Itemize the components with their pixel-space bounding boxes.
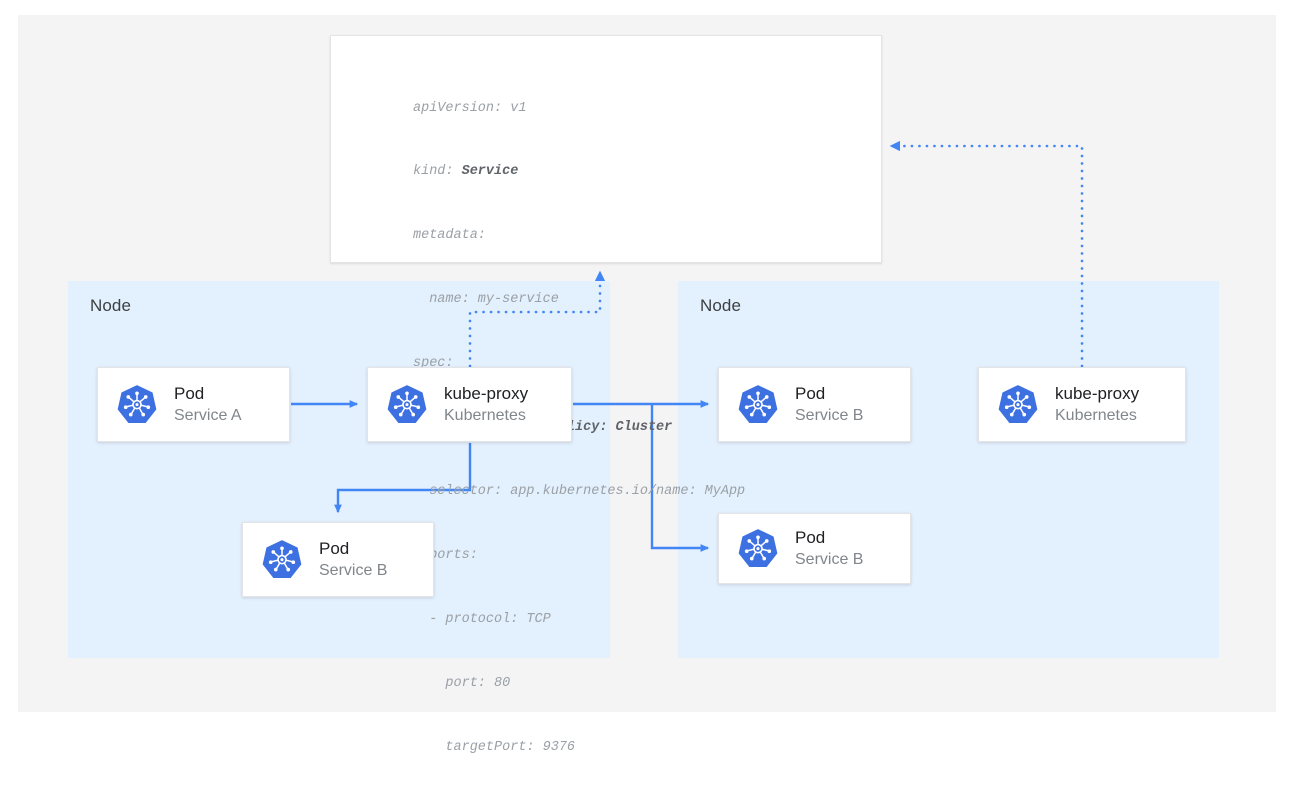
kubernetes-icon [735, 526, 781, 572]
box-title: Pod [795, 528, 826, 547]
yaml-line: targetPort: 9376 [413, 739, 576, 755]
box-title: Pod [795, 384, 826, 403]
kube-proxy-box-text: kube-proxy Kubernetes [1055, 383, 1139, 426]
box-title: kube-proxy [444, 384, 529, 403]
box-subtitle: Service B [795, 407, 864, 424]
box-subtitle: Service A [174, 407, 242, 424]
pod-box-service-a[interactable]: Pod Service A [97, 367, 290, 442]
yaml-line: metadata: [413, 228, 486, 244]
pod-box-service-b-remote-2[interactable]: Pod Service B [718, 513, 911, 584]
yaml-line: - protocol: TCP [413, 611, 551, 627]
kubernetes-icon [384, 382, 430, 428]
kube-proxy-box-right[interactable]: kube-proxy Kubernetes [978, 367, 1186, 442]
kubernetes-icon [735, 382, 781, 428]
yaml-line: selector: app.kubernetes.io/name: MyApp [413, 483, 746, 499]
kubernetes-icon [259, 537, 305, 583]
node-panel-right: Node [678, 281, 1219, 658]
node-label: Node [90, 296, 132, 315]
pod-box-service-b-remote-1[interactable]: Pod Service B [718, 367, 911, 442]
kube-proxy-box-left[interactable]: kube-proxy Kubernetes [367, 367, 572, 442]
diagram-root: Node Node [18, 15, 1276, 755]
service-manifest-card: apiVersion: v1 kind: Service metadata: n… [330, 35, 882, 755]
pod-box-text: Pod Service B [319, 538, 387, 581]
box-title: Pod [174, 384, 205, 403]
yaml-line: name: my-service [413, 292, 559, 308]
box-subtitle: Kubernetes [1055, 407, 1137, 424]
box-title: kube-proxy [1055, 384, 1140, 403]
node-label: Node [700, 296, 742, 315]
pod-box-text: Pod Service A [174, 383, 242, 426]
pod-box-text: Pod Service B [795, 383, 863, 426]
pod-box-text: Pod Service B [795, 527, 863, 570]
kubernetes-icon [995, 382, 1041, 428]
box-subtitle: Service B [319, 562, 388, 579]
box-title: Pod [319, 539, 350, 558]
yaml-line: port: 80 [413, 675, 511, 691]
pod-box-service-b-local[interactable]: Pod Service B [242, 522, 434, 597]
kube-proxy-box-text: kube-proxy Kubernetes [444, 383, 528, 426]
yaml-line: kind: Service [413, 164, 519, 180]
box-subtitle: Kubernetes [444, 407, 526, 424]
box-subtitle: Service B [795, 551, 864, 568]
yaml-line: apiVersion: v1 [413, 100, 527, 116]
yaml-line: ports: [413, 547, 478, 563]
kubernetes-icon [114, 382, 160, 428]
